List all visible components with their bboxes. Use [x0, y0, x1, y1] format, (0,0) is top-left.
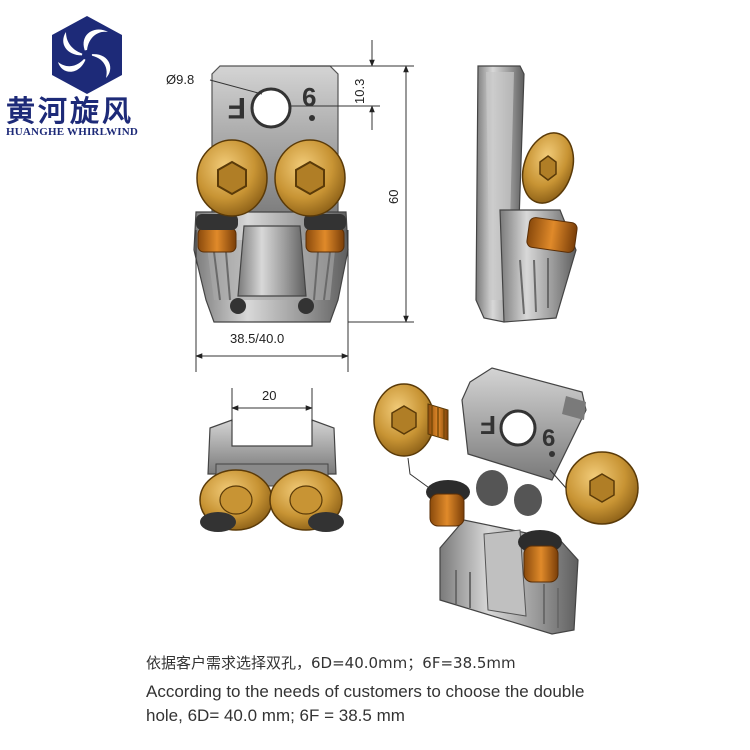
- dim-hole-diameter: Ø9.8: [166, 72, 194, 87]
- iso-engraving-left: F: [480, 410, 496, 440]
- iso-engraving-right: 6: [542, 425, 555, 452]
- dim-gap: 20: [262, 388, 276, 403]
- bottom-dimensions: [231, 388, 313, 422]
- company-logo-mark: [52, 16, 122, 94]
- caption-cn: 依据客户需求选择双孔，6D=40.0mm；6F=38.5mm: [146, 654, 516, 672]
- front-engraving-left: F: [228, 91, 246, 124]
- front-view: F 6: [193, 65, 349, 323]
- front-dimensions: [195, 40, 414, 372]
- dim-height: 60: [386, 190, 401, 204]
- front-engraving-right: 6: [302, 82, 316, 112]
- side-view: [475, 65, 578, 323]
- caption-en-line2: hole, 6D= 40.0 mm; 6F = 38.5 mm: [146, 706, 405, 725]
- dim-width: 38.5/40.0: [230, 331, 284, 346]
- company-name-cn: 黄河旋风: [6, 94, 135, 128]
- caption-en-line1: According to the needs of customers to c…: [146, 682, 585, 701]
- company-name-en: HUANGHE WHIRLWIND: [6, 126, 139, 138]
- bottom-view: [199, 419, 344, 532]
- iso-view: F 6: [373, 367, 639, 635]
- dim-hole-offset: 10.3: [352, 79, 367, 104]
